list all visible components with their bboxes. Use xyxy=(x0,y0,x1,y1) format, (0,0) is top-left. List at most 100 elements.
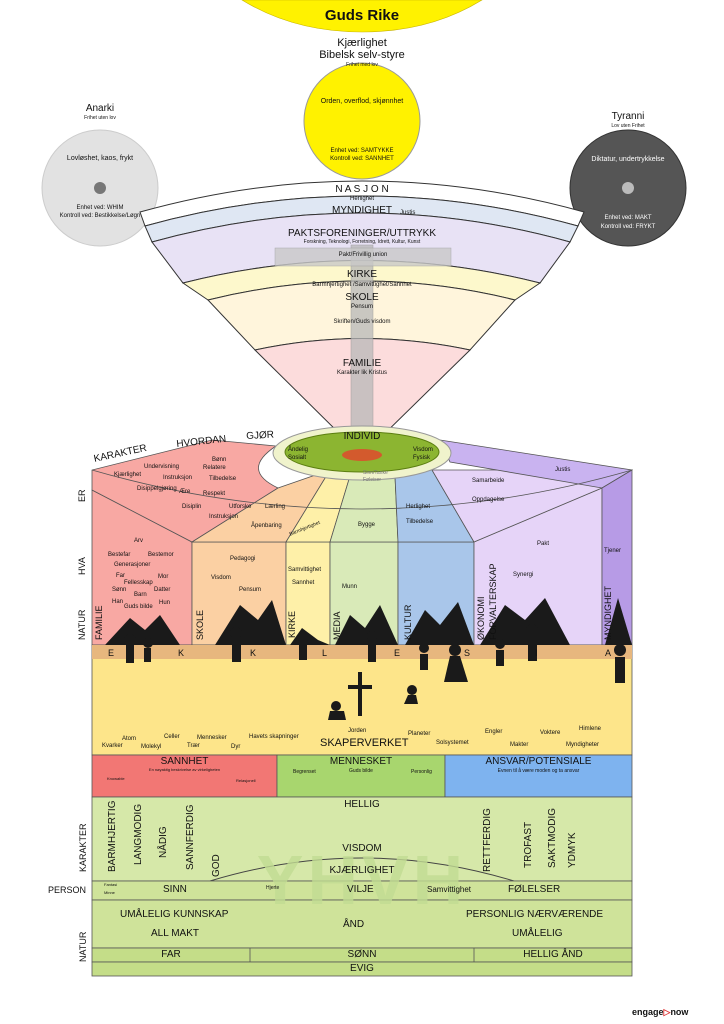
natur-mid: ÅND xyxy=(343,919,365,930)
right-trait: YDMYK xyxy=(567,832,578,868)
kjaerlighet-inner: Orden, overflod, skjønnhet xyxy=(320,98,404,105)
word: Åpenbaring xyxy=(251,523,282,529)
sannhet-left: Knowable xyxy=(107,776,125,781)
fantasi-text: Fantasi xyxy=(104,882,118,887)
pakt-label: PAKTSFORENINGER/UTTRYKK xyxy=(288,228,436,239)
skole-band-sub1: Pensum xyxy=(350,304,373,310)
okonomi-word: Samarbeide xyxy=(472,478,505,484)
left-trait: SANNFERDIG xyxy=(185,804,196,870)
word: Mennesker xyxy=(197,735,227,741)
individ-below1: Sinn/Tanke xyxy=(363,470,388,476)
okonomi-col-label2: FORVALTERSKAP xyxy=(488,563,498,640)
word: Undervisning xyxy=(144,464,180,470)
kjaerlighet-circle xyxy=(303,62,421,180)
word: Ære xyxy=(179,489,191,495)
skole-words: Utforske Lærling Instruksjon Åpenbaring … xyxy=(192,476,292,646)
mennesket-title: MENNESKET xyxy=(329,756,393,767)
visdom-text: VISDOM xyxy=(342,843,382,854)
sannhet-title: SANNHET xyxy=(160,756,209,767)
ekklesia-letter: I xyxy=(535,648,538,658)
sannhet-sub: En nøyaktig beskrivelse av virkeligheten xyxy=(148,767,221,772)
media-word: Munn xyxy=(342,584,358,590)
okonomi-col-label1: ØKONOMI xyxy=(476,596,486,640)
kjaerlighet-heading: Kjærlighet xyxy=(337,37,387,49)
myndighet-word: Justis xyxy=(555,467,571,473)
word: Trær xyxy=(187,743,200,749)
title-banner xyxy=(241,0,483,33)
word: Atom xyxy=(122,736,137,742)
word: Instruksjon xyxy=(163,475,193,481)
sannhet-box xyxy=(91,754,278,798)
left-trait: BARMHJERTIG xyxy=(107,800,118,873)
word: Guds bilde xyxy=(124,604,153,610)
word: Bestemor xyxy=(148,552,174,558)
word: Engler xyxy=(485,729,503,735)
person-label: PERSON xyxy=(48,885,87,895)
familie-words: Bønn Undervisning Relatere Kjærlighet In… xyxy=(92,456,282,646)
left-trait: LANGMODIG xyxy=(133,803,144,865)
anarki-inner: Lovløshet, kaos, frykt xyxy=(66,155,134,162)
natur-left1: UMÅLELIG KUNNSKAP xyxy=(120,909,229,920)
word: Far xyxy=(116,573,125,579)
kirke-band-label: KIRKE xyxy=(346,269,377,280)
karakter-area xyxy=(91,796,633,882)
engage-now-logo: engage▷now xyxy=(632,1007,688,1018)
kultur-col-label: KULTUR xyxy=(403,604,413,640)
funnel xyxy=(139,180,585,447)
individ-right1: Visdom xyxy=(413,447,433,453)
word: Pensum xyxy=(239,587,262,593)
logo-text2: now xyxy=(670,1007,689,1017)
ansvar-sub: Evnen til å være moden og ta ansvar xyxy=(497,768,580,774)
word: Disiplin xyxy=(182,504,202,510)
individ-right2: Fysisk xyxy=(413,455,430,461)
tyranni-inner: Diktatur, undertrykkelse xyxy=(591,156,665,163)
er-label: ER xyxy=(77,489,87,502)
ekklesia-letter: K xyxy=(178,648,185,658)
kirke-band-sub: Barmhjertighet /Samvittighet/Sannhet xyxy=(312,282,412,288)
kultur-word: Herlighet xyxy=(406,504,431,510)
kjaerlighet-sub: Frihet med lov xyxy=(346,62,378,68)
word: Datter xyxy=(154,587,171,593)
word: Fellesskap xyxy=(124,580,153,586)
left-trait: GOD xyxy=(211,854,222,877)
folelser-text: FØLELSER xyxy=(508,884,561,895)
word: Utforske xyxy=(229,504,252,510)
word: Sønn xyxy=(112,587,127,593)
kirke-col-label: KIRKE xyxy=(287,610,297,638)
word: Bønn xyxy=(212,457,227,463)
far-text: FAR xyxy=(161,949,181,960)
nasjon-sub: Herlighet xyxy=(349,196,374,202)
myndighet-col-label: MYNDIGHET xyxy=(603,586,613,640)
word: Myndigheter xyxy=(566,742,600,748)
word: Generasjoner xyxy=(114,562,151,568)
kjaerlighet-text: KJÆRLIGHET xyxy=(329,865,395,876)
mennesket-right: Personlig xyxy=(411,769,432,775)
gjor-diag: GJØR xyxy=(245,429,275,442)
anarki-line2: Kontroll ved: Bestikkelse/Løgn xyxy=(59,213,141,219)
skaperverket-words: Atom Celler Mennesker Havets skapninger … xyxy=(92,725,632,755)
natur-label: NATUR xyxy=(77,609,87,640)
word: Visdom xyxy=(211,575,231,581)
left-trait: NÅDIG xyxy=(158,826,169,858)
okonomi-word: Pakt xyxy=(537,541,550,547)
karakter-row-label: KARAKTER xyxy=(78,823,88,872)
kjaerlighet-line2: Kontroll ved: SANNHET xyxy=(330,156,394,162)
media-word: Bygge xyxy=(358,522,376,528)
word: Celler xyxy=(164,734,180,740)
ekklesia-letter: K xyxy=(250,648,257,658)
mennesket-left: Begrenset xyxy=(293,769,316,775)
okonomi-word: Synergi xyxy=(513,572,534,578)
individ-left1: Åndelig xyxy=(288,447,309,453)
word: Lærling xyxy=(265,504,286,510)
word: Dyr xyxy=(231,744,241,750)
ekklesia-letter: L xyxy=(322,648,328,658)
word: Han xyxy=(112,599,124,605)
kjaerlighet-line1: Enhet ved: SAMTYKKE xyxy=(330,148,394,154)
word: Kvarker xyxy=(102,743,123,749)
skole-band-sub2: Skriften/Guds visdom xyxy=(333,319,391,325)
familie-band-sub: Karakter lik Kristus xyxy=(336,370,387,376)
word: Tilbedelse xyxy=(209,476,237,482)
word: Jorden xyxy=(348,728,367,734)
ekklesia-letter: E xyxy=(108,648,115,658)
